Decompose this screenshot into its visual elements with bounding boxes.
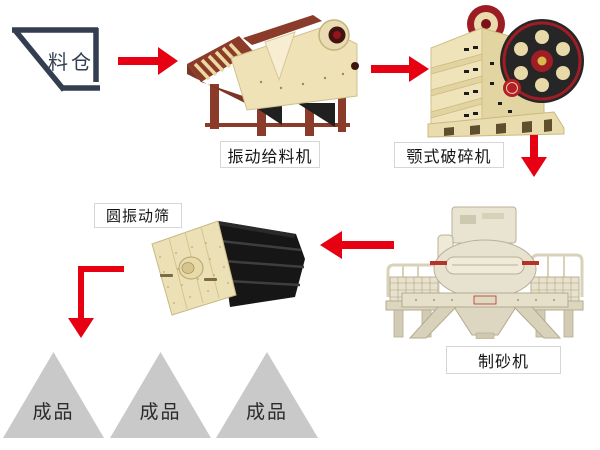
silo-label: 料仓 [48, 52, 94, 74]
product-label: 成品 [32, 402, 75, 423]
product-triangle: 成品 [110, 352, 211, 438]
silo-hopper-shape [11, 27, 100, 92]
arrow-jaw-to-sandmaker-icon [521, 135, 547, 177]
product-triangle: 成品 [216, 352, 318, 438]
arrow-screen-to-products-icon [68, 266, 124, 338]
sand-maker-label: 制砂机 [446, 346, 561, 374]
vibrating-screen-label: 圆振动筛 [94, 203, 182, 228]
vibrating-screen-illustration [151, 220, 305, 316]
vibrating-feeder-illustration [187, 15, 359, 136]
sand-maker-illustration [385, 206, 584, 339]
product-label: 成品 [245, 402, 288, 423]
arrow-silo-to-feeder-icon [118, 47, 178, 75]
product-triangle: 成品 [3, 352, 104, 438]
vibrating-feeder-label: 振动给料机 [220, 141, 320, 168]
jaw-crusher-illustration [427, 5, 584, 138]
jaw-crusher-label: 颚式破碎机 [394, 142, 504, 168]
arrow-sandmaker-to-screen-icon [320, 231, 394, 259]
product-label: 成品 [139, 402, 182, 423]
arrow-feeder-to-jaw-icon [371, 56, 429, 82]
